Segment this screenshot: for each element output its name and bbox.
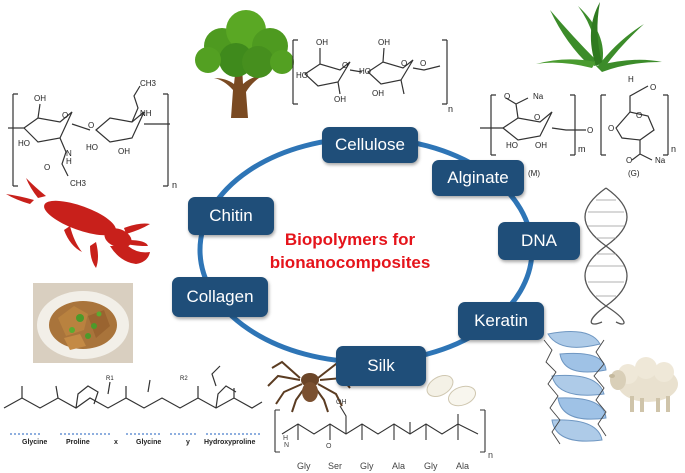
chitin-label: CH3 bbox=[70, 179, 87, 188]
cellulose-structure bbox=[292, 39, 448, 105]
alginate-label: Na bbox=[533, 92, 544, 101]
silk-atom-label: OH bbox=[336, 399, 347, 406]
alginate-M-label: (M) bbox=[528, 169, 540, 178]
node-chitin: Chitin bbox=[188, 197, 274, 235]
cellulose-label: O bbox=[420, 59, 426, 68]
silk-residue: Gly bbox=[424, 461, 438, 471]
node-silk: Silk bbox=[336, 346, 426, 386]
chitin-label: H bbox=[66, 157, 72, 166]
chitin-label: NH bbox=[140, 109, 152, 118]
center-title-line2: bionanocomposites bbox=[269, 253, 431, 272]
alginate-label: O bbox=[608, 124, 614, 133]
node-cellulose: Cellulose bbox=[322, 127, 418, 163]
silk-atom-label: O bbox=[326, 443, 332, 450]
alginate-label: O bbox=[636, 111, 642, 120]
cellulose-label: O bbox=[401, 59, 407, 68]
chitin-label: CH3 bbox=[140, 79, 157, 88]
chitin-structure bbox=[8, 85, 170, 187]
alginate-label: O bbox=[650, 83, 656, 92]
cellulose-label: OH bbox=[334, 95, 346, 104]
alginate-atom-labels: O Na O HO OH O O O Na O H O m n (M) (G) bbox=[504, 75, 676, 178]
alginate-label: HO bbox=[506, 141, 518, 150]
collagen-food-photo bbox=[33, 283, 133, 363]
collagen-residue: Proline bbox=[66, 439, 90, 446]
collagen-structure bbox=[3, 365, 263, 409]
cellulose-label: OH bbox=[372, 89, 384, 98]
chitin-subscript: n bbox=[172, 180, 177, 190]
cellulose-label: HO bbox=[359, 67, 371, 76]
chitin-label: OH bbox=[118, 147, 130, 156]
cocoon-icon bbox=[426, 375, 477, 407]
silk-labels: H N OH O n Gly Ser Gly Ala Gly Ala bbox=[283, 399, 493, 471]
silk-residue: Gly bbox=[360, 461, 374, 471]
alginate-label: O bbox=[587, 126, 593, 135]
alginate-m-label: m bbox=[578, 144, 586, 154]
collagen-residue: y bbox=[186, 439, 190, 446]
alginate-structure bbox=[480, 85, 669, 161]
alginate-label: O bbox=[626, 156, 632, 165]
silk-residue: Gly bbox=[297, 461, 311, 471]
center-title: Biopolymers for bionanocomposites bbox=[255, 228, 445, 274]
node-keratin: Keratin bbox=[458, 302, 544, 340]
collagen-residue: Glycine bbox=[22, 439, 47, 446]
chitin-label: HO bbox=[86, 143, 98, 152]
collagen-label: R2 bbox=[180, 376, 188, 382]
cellulose-label: HO bbox=[296, 71, 308, 80]
node-dna: DNA bbox=[498, 222, 580, 260]
chitin-label: O bbox=[62, 111, 68, 120]
cellulose-subscript: n bbox=[448, 104, 453, 114]
cellulose-label: O bbox=[342, 61, 348, 70]
seaweed-icon bbox=[536, 2, 662, 72]
collagen-label: R1 bbox=[106, 376, 114, 382]
chitin-label: O bbox=[44, 163, 50, 172]
alginate-label: Na bbox=[655, 156, 666, 165]
silk-structure bbox=[274, 405, 486, 453]
chitin-atom-labels: OH HO O HO O NH OH N H O CH3 CH3 n bbox=[18, 79, 177, 190]
alginate-label: OH bbox=[535, 141, 547, 150]
alginate-label: H bbox=[628, 75, 634, 84]
chitin-label: O bbox=[88, 121, 94, 130]
collagen-residue: Glycine bbox=[136, 439, 161, 446]
silk-residue: Ser bbox=[328, 461, 342, 471]
chitin-label: OH bbox=[34, 94, 46, 103]
center-title-line1: Biopolymers for bbox=[284, 230, 416, 249]
cellulose-label: OH bbox=[316, 38, 328, 47]
lobster-icon bbox=[6, 178, 150, 268]
sheep-icon bbox=[609, 357, 678, 412]
silk-atom-label: N bbox=[284, 442, 289, 449]
alginate-n-label: n bbox=[671, 144, 676, 154]
tree-icon bbox=[195, 10, 294, 118]
chitin-label: HO bbox=[18, 139, 30, 148]
collagen-residue: Hydroxyproline bbox=[204, 439, 255, 446]
silk-residue: Ala bbox=[456, 461, 469, 471]
alginate-label: O bbox=[534, 113, 540, 122]
silk-residue: Ala bbox=[392, 461, 405, 471]
node-collagen: Collagen bbox=[172, 277, 268, 317]
collagen-labels: R1 R2 Glycine Proline x Glycine y Hydrox… bbox=[10, 376, 262, 446]
alginate-G-label: (G) bbox=[628, 169, 640, 178]
collagen-residue: x bbox=[114, 439, 118, 446]
cellulose-atom-labels: OH HO O OH HO O OH O OH n bbox=[296, 38, 453, 114]
silk-subscript: n bbox=[488, 450, 493, 460]
alginate-label: O bbox=[504, 92, 510, 101]
chitin-label: N bbox=[66, 149, 72, 158]
dna-helix-icon bbox=[584, 187, 628, 325]
keratin-helix-icon bbox=[543, 331, 607, 445]
node-alginate: Alginate bbox=[432, 160, 524, 196]
cellulose-label: OH bbox=[378, 38, 390, 47]
silk-atom-label: H bbox=[283, 435, 288, 442]
